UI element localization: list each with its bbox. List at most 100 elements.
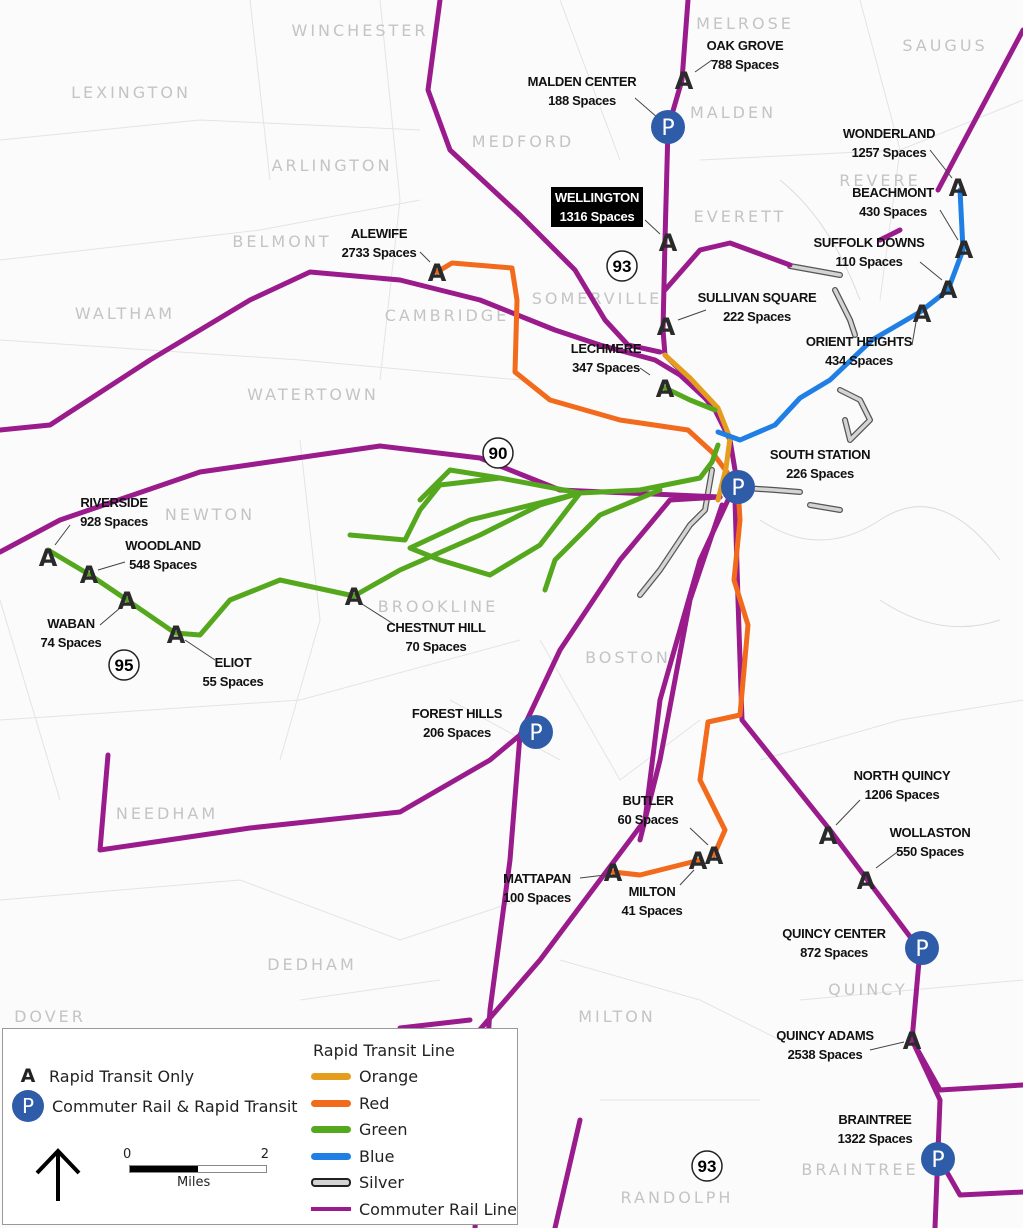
p-marker-symbol: P <box>529 721 542 746</box>
legend-label: Blue <box>359 1146 395 1166</box>
town-boundaries <box>0 0 1023 1101</box>
town-label-milton: MILTON <box>578 1007 656 1026</box>
commuter-rail-p-icon[interactable] <box>905 931 939 965</box>
rapid-transit-only-icon[interactable]: A <box>857 867 876 895</box>
station-spaces: 188 Spaces <box>548 93 616 108</box>
rapid-transit-only-icon[interactable]: A <box>689 847 708 875</box>
town-label-dover: DOVER <box>14 1007 86 1026</box>
station-name: SOUTH STATION <box>770 447 870 462</box>
leader-line <box>579 874 606 879</box>
rapid-transit-only-icon[interactable]: A <box>949 174 968 202</box>
commuter-rail-needham <box>97 494 723 853</box>
station-name: CHESTNUT HILL <box>386 620 486 635</box>
leader-line <box>644 219 661 235</box>
commuter-rail-lowell <box>425 0 663 355</box>
rapid-transit-only-icon[interactable]: A <box>657 313 676 341</box>
station-name: RIVERSIDE <box>80 495 148 510</box>
station-spaces: 872 Spaces <box>800 945 868 960</box>
legend-label: Orange <box>359 1067 419 1086</box>
rapid-transit-only-icon[interactable]: A <box>903 1027 922 1055</box>
legend-swatch-green <box>311 1126 351 1133</box>
legend-item-orange: Orange <box>311 1067 418 1086</box>
rapid-transit-only-icon[interactable]: A <box>913 300 932 328</box>
town-label-randolph: RANDOLPH <box>621 1188 734 1207</box>
station-name: ALEWIFE <box>351 226 408 241</box>
rapid-transit-only-icon[interactable]: A <box>345 583 364 611</box>
station-name: LECHMERE <box>571 341 642 356</box>
legend-lines-title: Rapid Transit Line <box>313 1041 455 1060</box>
rapid-transit-only-icon[interactable]: A <box>659 229 678 257</box>
station-name: WOLLASTON <box>890 825 971 840</box>
station-spaces: 1257 Spaces <box>852 145 927 160</box>
town-label-needham: NEEDHAM <box>116 804 218 823</box>
rapid-transit-only-icon[interactable]: A <box>656 375 675 403</box>
highway-number: 90 <box>489 444 508 463</box>
station-sullivan-square[interactable]: A SULLIVAN SQUARE 222 Spaces <box>657 290 818 341</box>
rapid-transit-only-icon[interactable]: A <box>675 67 694 95</box>
scale-unit: Miles <box>177 1175 211 1190</box>
town-label-waltham: WALTHAM <box>75 304 175 323</box>
station-spaces: 70 Spaces <box>406 639 467 654</box>
station-name: SUFFOLK DOWNS <box>814 235 926 250</box>
commuter-rail-p-icon[interactable] <box>651 110 685 144</box>
legend-swatch-orange <box>311 1073 351 1080</box>
station-name: MILTON <box>629 884 676 899</box>
rapid-transit-only-icon[interactable]: A <box>604 859 623 887</box>
rapid-transit-only-icon[interactable]: A <box>428 259 447 287</box>
silver-line <box>637 263 873 598</box>
commuter-rail-p-icon: P <box>12 1090 44 1122</box>
station-name: ELIOT <box>215 655 252 670</box>
rapid-transit-only-icon[interactable]: A <box>705 842 724 870</box>
legend-swatch-silver <box>311 1178 351 1187</box>
rapid-transit-only-icon[interactable]: A <box>118 587 137 615</box>
rapid-transit-only-icon[interactable]: A <box>939 276 958 304</box>
station-spaces: 222 Spaces <box>723 309 791 324</box>
rapid-transit-only-icon[interactable]: A <box>80 561 99 589</box>
rapid-transit-only-icon[interactable]: A <box>819 822 838 850</box>
orange-line <box>662 352 733 503</box>
commuter-rail-p-icon[interactable] <box>921 1142 955 1176</box>
station-spaces: 206 Spaces <box>423 725 491 740</box>
station-chestnut-hill[interactable]: A CHESTNUT HILL 70 Spaces <box>345 583 487 654</box>
rapid-transit-only-icon[interactable]: A <box>39 544 58 572</box>
leader-line <box>939 209 959 241</box>
rapid-transit-only-icon: A <box>20 1065 36 1087</box>
commuter-rail-p-icon[interactable] <box>519 715 553 749</box>
leader-line <box>54 524 71 546</box>
highway-number: 93 <box>613 257 632 276</box>
station-spaces: 60 Spaces <box>618 812 679 827</box>
p-marker-symbol: P <box>731 476 744 501</box>
rapid-transit-only-icon[interactable]: A <box>955 236 974 264</box>
rapid-transit-only-icon[interactable]: A <box>167 621 186 649</box>
leader-line <box>694 59 713 73</box>
station-name: SULLIVAN SQUARE <box>698 290 817 305</box>
highway-shield-icon <box>108 649 140 681</box>
commuter-rail-p-icon[interactable] <box>721 470 755 504</box>
legend-label-commuter-rail-rapid-transit: Commuter Rail & Rapid Transit <box>52 1096 298 1116</box>
highway-number: 93 <box>698 1157 717 1176</box>
